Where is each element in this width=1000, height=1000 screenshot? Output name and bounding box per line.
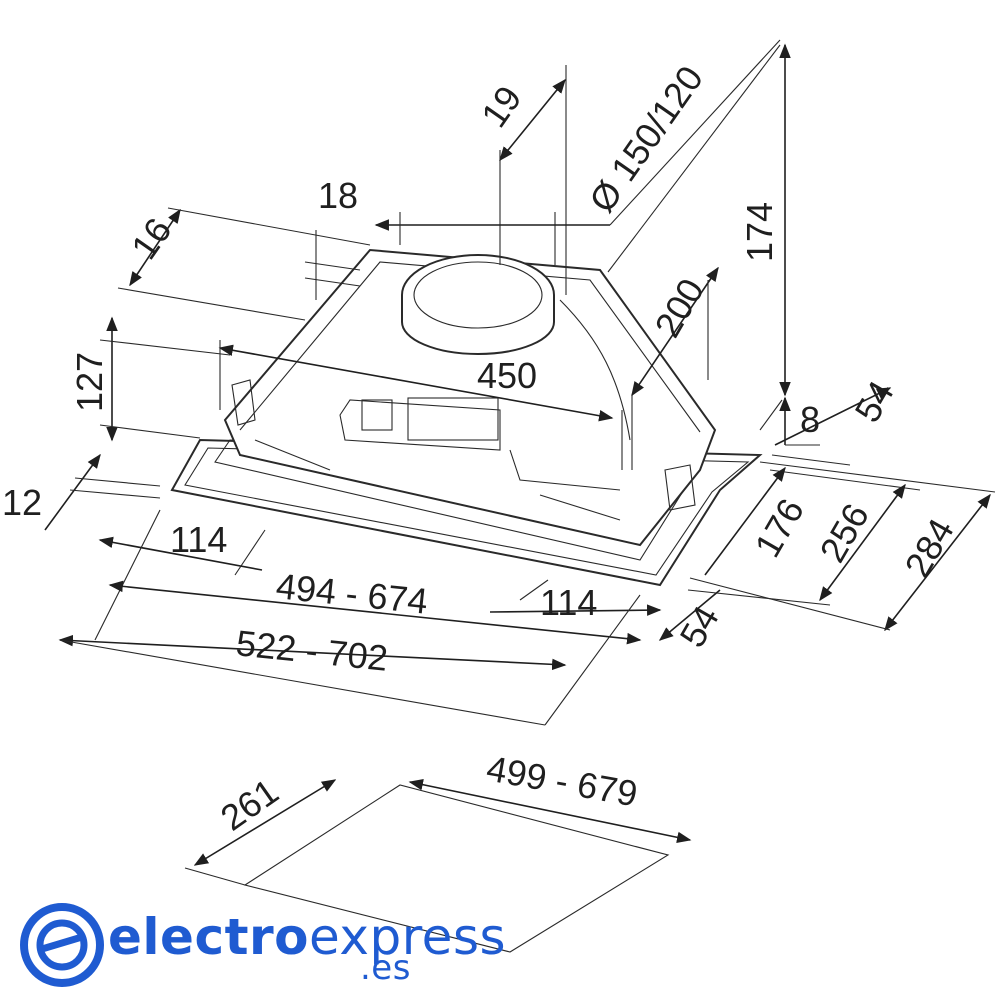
dim-176: 176 [746,491,812,564]
dim-12: 12 [2,482,42,523]
logo-name-light: express [309,908,507,966]
dim-127: 127 [69,352,110,412]
dim-450: 450 [477,355,537,396]
dim-256: 256 [811,496,877,569]
dim-200: 200 [646,271,712,344]
dim-19: 19 [473,78,530,134]
electroexpress-logo: electroexpress .es [20,900,506,995]
dim-16: 16 [123,210,180,266]
dim-174: 174 [739,202,780,262]
e-circle-logo-icon [20,903,104,987]
dim-8: 8 [800,399,820,440]
dim-diameter: Ø 150/120 [581,58,711,219]
dim-522-702: 522 - 702 [234,622,390,679]
dim-54-top: 54 [846,374,902,429]
dim-499-679: 499 - 679 [484,748,641,815]
dim-261: 261 [213,771,286,839]
dim-494-674: 494 - 674 [274,565,430,622]
logo-suffix: .es [360,948,411,988]
dimension-lines [44,39,996,953]
dim-114-left: 114 [170,519,227,560]
dim-54-bottom: 54 [671,599,727,654]
dim-114-right: 114 [540,582,597,623]
dim-18: 18 [318,175,358,216]
dim-284: 284 [896,511,962,584]
logo-name-bold: electro [108,908,310,966]
